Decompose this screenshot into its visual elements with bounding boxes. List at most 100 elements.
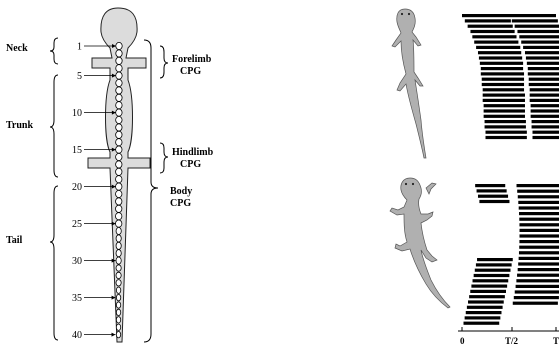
- body-segment: [116, 94, 122, 101]
- time-axis: 0 T/2 T: [458, 327, 559, 346]
- body-segment: [116, 280, 121, 286]
- activity-burst: [533, 131, 559, 134]
- activity-burst: [480, 62, 523, 65]
- brace-body: [144, 40, 158, 342]
- body-segment: [116, 161, 122, 168]
- activity-burst: [473, 279, 509, 282]
- body-segment: [116, 50, 122, 57]
- activity-burst: [518, 268, 559, 271]
- segment-number-label: 30: [72, 256, 82, 267]
- activity-burst: [481, 67, 523, 70]
- segment-number-label: 35: [72, 293, 82, 304]
- activity-burst: [532, 125, 559, 128]
- segment-number-label: 10: [72, 108, 82, 119]
- activity-burst: [479, 56, 522, 59]
- activity-burst: [469, 295, 505, 298]
- body-segment: [116, 109, 122, 116]
- activity-burst: [528, 67, 559, 70]
- time-axis-tick-period: T: [553, 336, 559, 346]
- segment-pointer-arrow: [112, 333, 116, 337]
- activity-burst: [483, 94, 525, 97]
- body-segment: [116, 176, 122, 183]
- region-label-neck: Neck: [6, 43, 28, 54]
- body-segment: [116, 65, 122, 72]
- activity-burst: [478, 195, 508, 198]
- activity-burst: [485, 120, 526, 123]
- activity-burst: [512, 19, 558, 22]
- body-segment: [116, 131, 122, 138]
- activity-burst: [519, 251, 559, 254]
- activity-burst: [519, 218, 559, 221]
- body-segment: [116, 168, 122, 175]
- activity-burst: [525, 51, 559, 54]
- activity-burst: [470, 30, 514, 33]
- activity-burst: [533, 136, 559, 139]
- activity-burst: [482, 78, 524, 81]
- activity-burst: [485, 125, 526, 128]
- activity-burst: [484, 109, 525, 112]
- activity-burst: [517, 184, 559, 187]
- activity-burst: [518, 262, 559, 265]
- body-segment: [116, 250, 121, 257]
- activity-burst: [513, 302, 558, 305]
- segment-number-label: 40: [72, 330, 82, 341]
- activity-burst: [515, 290, 559, 293]
- activity-burst: [479, 200, 509, 203]
- activity-burst: [530, 94, 559, 97]
- activity-burst: [471, 285, 507, 288]
- activity-burst: [483, 99, 525, 102]
- time-axis-tick-half: T/2: [505, 336, 519, 346]
- cpg-label-hindlimb: Hindlimb CPG: [172, 147, 216, 170]
- region-label-tail: Tail: [6, 235, 23, 246]
- activity-burst: [509, 14, 556, 17]
- activity-burst: [519, 206, 559, 209]
- body-segment: [116, 198, 122, 205]
- activity-burst: [526, 56, 559, 59]
- activity-burst: [477, 258, 513, 261]
- activity-burst: [477, 189, 507, 192]
- segment-number-label: 1: [77, 42, 82, 53]
- body-segment: [116, 124, 122, 131]
- body-segment: [116, 294, 120, 300]
- activity-burst: [468, 300, 504, 303]
- activity-burst: [521, 41, 559, 44]
- activity-burst: [484, 104, 525, 107]
- activity-burst: [482, 83, 524, 86]
- body-segment: [116, 116, 122, 123]
- activity-burst: [465, 316, 501, 319]
- body-segment: [116, 183, 122, 190]
- activity-burst: [516, 279, 559, 282]
- body-segment: [116, 302, 120, 308]
- brace-trunk: [50, 75, 58, 177]
- activity-burst: [514, 296, 559, 299]
- segment-number-label: 5: [77, 71, 82, 82]
- activity-burst: [470, 290, 506, 293]
- activity-burst: [481, 72, 524, 75]
- activity-burst: [519, 35, 559, 38]
- activity-burst: [475, 269, 511, 272]
- activity-burst: [515, 25, 559, 28]
- body-segment: [116, 227, 121, 234]
- activity-burst: [528, 72, 559, 75]
- body-segment: [116, 87, 122, 94]
- activity-burst: [530, 88, 559, 91]
- activity-burst: [520, 234, 559, 237]
- activity-burst: [474, 41, 518, 44]
- activity-burst: [523, 46, 559, 49]
- activity-burst: [531, 104, 559, 107]
- region-label-trunk: Trunk: [6, 120, 33, 131]
- time-axis-tick-0: 0: [460, 336, 465, 346]
- activity-burst: [465, 19, 511, 22]
- body-segment: [116, 190, 122, 197]
- activity-burst: [462, 14, 509, 17]
- body-segment: [116, 205, 122, 212]
- activity-burst: [518, 195, 559, 198]
- activity-burst: [475, 184, 505, 187]
- activity-burst: [519, 246, 559, 249]
- activity-burst: [527, 62, 559, 65]
- body-segment: [116, 331, 120, 337]
- activity-burst: [518, 201, 559, 204]
- body-segment: [116, 72, 122, 79]
- activity-burst: [530, 99, 559, 102]
